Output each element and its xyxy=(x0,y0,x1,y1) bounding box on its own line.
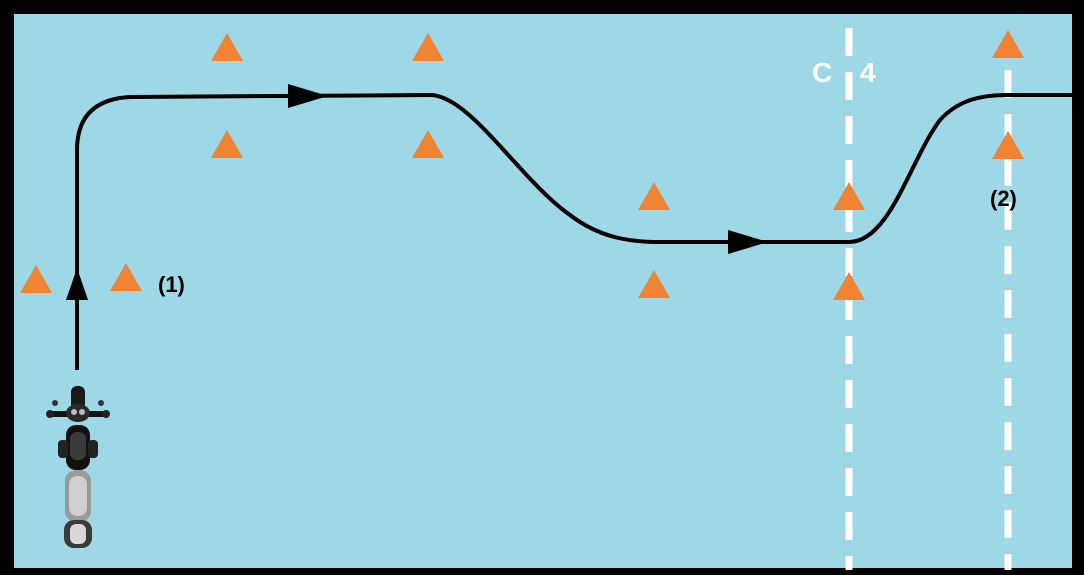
course-area xyxy=(14,14,1072,568)
motorcycle-icon xyxy=(46,386,110,548)
cone-icon xyxy=(20,265,52,293)
cone-icon xyxy=(412,33,444,61)
cone-icon xyxy=(992,30,1024,58)
line-letter-label: C xyxy=(812,57,832,88)
arrow-icon xyxy=(66,268,88,300)
line-number-label: 4 xyxy=(860,57,876,88)
cone-icon xyxy=(110,263,142,291)
cone-icon xyxy=(412,130,444,158)
cone-icon xyxy=(638,182,670,210)
cone-icon xyxy=(833,272,865,300)
cone-icon xyxy=(638,270,670,298)
cone-icon xyxy=(211,33,243,61)
riding-path xyxy=(75,92,1075,370)
marker-label-2: (2) xyxy=(990,186,1017,211)
arrow-icon xyxy=(728,230,768,254)
arrow-icon xyxy=(288,84,328,108)
marker-label-1: (1) xyxy=(158,272,185,297)
cone-icon xyxy=(992,131,1024,159)
cone-icon xyxy=(833,182,865,210)
cone-icon xyxy=(211,130,243,158)
